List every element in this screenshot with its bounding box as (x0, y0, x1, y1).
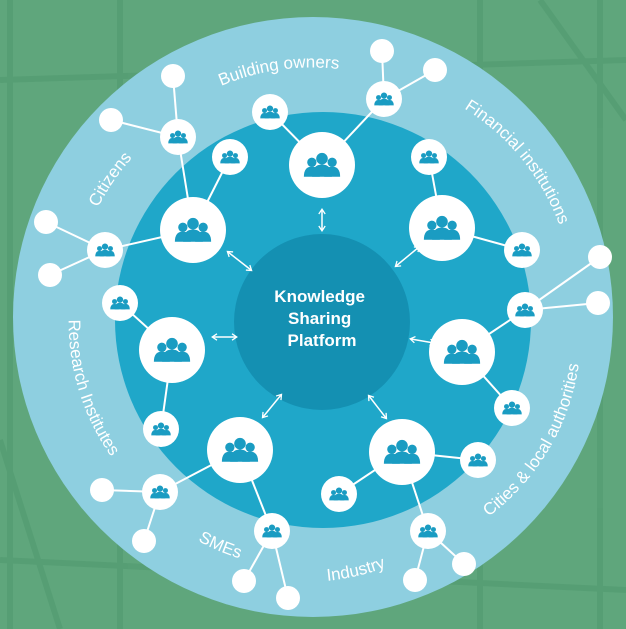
stakeholder-node (143, 411, 179, 447)
stakeholder-node (160, 119, 196, 155)
center-label: Knowledge Sharing Platform (274, 287, 369, 350)
exchange-arrows (211, 208, 436, 420)
stakeholder-nodes (87, 81, 543, 549)
stakeholder-node (504, 232, 540, 268)
stakeholder-node (429, 319, 495, 385)
stakeholder-node (411, 139, 447, 175)
stakeholder-node (207, 417, 273, 483)
center-label-line: Knowledge (274, 287, 365, 306)
stakeholder-node (460, 442, 496, 478)
stakeholder-node (254, 513, 290, 549)
stakeholder-node (321, 476, 357, 512)
stakeholder-node (87, 232, 123, 268)
stakeholder-node (409, 195, 475, 261)
stakeholder-node (160, 197, 226, 263)
stakeholder-node (252, 94, 288, 130)
stakeholder-node (494, 390, 530, 426)
stakeholder-node (369, 419, 435, 485)
leaf-nodes (34, 39, 612, 610)
stakeholder-node (139, 317, 205, 383)
stakeholder-node (507, 292, 543, 328)
stakeholder-node (212, 139, 248, 175)
stakeholder-node (142, 474, 178, 510)
stakeholder-node (102, 285, 138, 321)
stakeholder-node (410, 513, 446, 549)
stakeholder-node (366, 81, 402, 117)
stakeholder-node (289, 132, 355, 198)
center-circle (234, 234, 410, 410)
center-label-line: Platform (288, 331, 357, 350)
center-label-line: Sharing (288, 309, 351, 328)
